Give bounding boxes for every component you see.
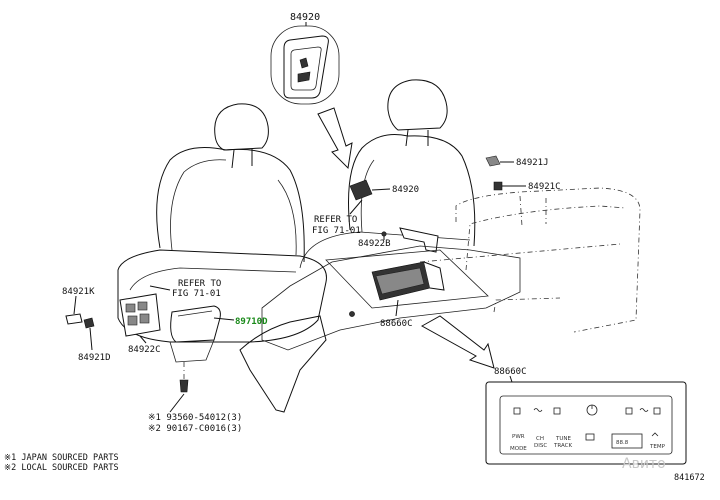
front-seat-left: [117, 103, 327, 363]
panel-track[interactable]: TRACK: [553, 443, 572, 449]
label-90167[interactable]: ※2 90167-C0016(3): [148, 424, 242, 434]
panel-ch[interactable]: CH: [536, 436, 544, 442]
refer-left-line2[interactable]: FIG 71-01: [172, 289, 221, 299]
disc-eject-icon: [585, 433, 595, 441]
part-84921K: [65, 313, 83, 325]
part-84921C: [493, 181, 503, 191]
refer-left-line1[interactable]: REFER TO: [178, 279, 221, 289]
label-84920-top[interactable]: 84920: [290, 12, 320, 23]
leader-84921D: [89, 327, 93, 351]
label-84921J[interactable]: 84921J: [516, 158, 549, 168]
leader-88660C-a: [395, 299, 399, 317]
seat-heat-icons-right: [625, 407, 661, 415]
pointer-arrow-console: [420, 315, 495, 369]
leader-84921K: [73, 295, 77, 315]
refer-center-line2[interactable]: FIG 71-01: [312, 226, 361, 236]
part-84922B: [399, 227, 439, 253]
label-84922C[interactable]: 84922C: [128, 345, 161, 355]
label-84920-mid[interactable]: 84920: [392, 185, 419, 195]
control-panel-inset: PWR MODE CH DISC TUNE TRACK 88.8 TEMP: [485, 381, 687, 465]
seat-heat-icons-left: [513, 407, 561, 415]
label-84922B[interactable]: 84922B: [358, 239, 391, 249]
label-88660C-a[interactable]: 88660C: [380, 319, 413, 329]
leader-refer-left: [149, 285, 171, 291]
part-84921D: [83, 317, 95, 329]
leader-refer-center: [349, 199, 363, 215]
leader-89710D: [213, 317, 235, 321]
panel-disc[interactable]: DISC: [534, 443, 547, 449]
screw-84922B: [381, 231, 387, 237]
panel-temp[interactable]: TEMP: [649, 444, 666, 450]
part-84920-switch: [349, 179, 373, 201]
temp-display: [611, 433, 643, 449]
label-93560[interactable]: ※1 93560-54012(3): [148, 413, 242, 423]
part-84921J: [485, 155, 501, 167]
screw-part: [179, 379, 189, 393]
leader-84922C: [139, 335, 147, 344]
note-japan: ※1 JAPAN SOURCED PARTS: [4, 453, 119, 463]
leader-84920-mid: [371, 188, 391, 191]
label-84921C[interactable]: 84921C: [528, 182, 561, 192]
label-88660C-b[interactable]: 88660C: [494, 367, 527, 377]
refer-center-line1[interactable]: REFER TO: [314, 215, 357, 225]
leader-88660C-b: [509, 375, 513, 383]
figure-code: 841672: [674, 473, 705, 483]
panel-tune[interactable]: TUNE: [555, 436, 571, 442]
temp-up-icon: [651, 432, 659, 437]
panel-display: 88.8: [616, 440, 629, 446]
center-console: [239, 245, 521, 413]
seat-switch-inset: [270, 25, 340, 105]
panel-mode[interactable]: MODE: [510, 446, 527, 452]
panel-pwr[interactable]: PWR: [512, 434, 525, 440]
watermark: Авито: [622, 456, 666, 472]
label-84921D[interactable]: 84921D: [78, 353, 111, 363]
pointer-arrow-top: [317, 107, 353, 170]
rear-bench-dashed: [419, 187, 641, 333]
label-89710D[interactable]: 89710D: [235, 317, 268, 327]
label-84921K[interactable]: 84921K: [62, 287, 95, 297]
note-local: ※2 LOCAL SOURCED PARTS: [4, 463, 119, 473]
leader-screw: [169, 393, 185, 413]
